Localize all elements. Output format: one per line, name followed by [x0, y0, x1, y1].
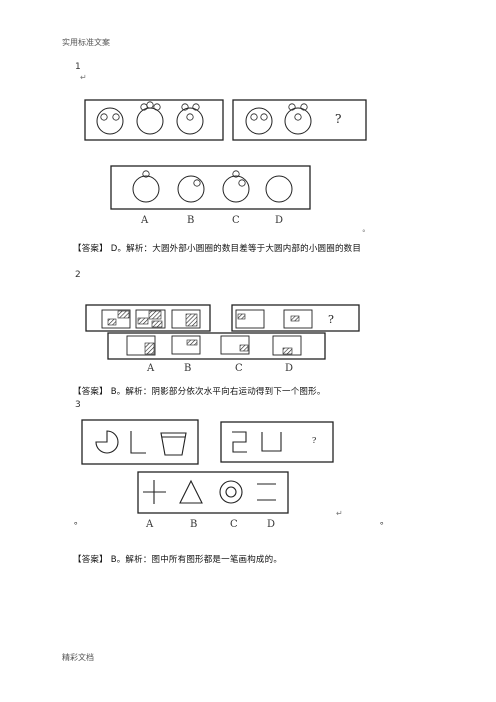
- q2-options-box: [107, 332, 326, 360]
- q2-option-d-label: D: [285, 363, 294, 374]
- q3-dot-right: 。: [380, 517, 390, 527]
- q1-option-b-label: B: [187, 215, 195, 226]
- q2-number: 2: [75, 270, 81, 280]
- q1-number: 1: [75, 62, 81, 72]
- q2-option-b-shape: [171, 335, 201, 355]
- q3-option-c-shape: [219, 480, 243, 504]
- return-mark: ↵: [80, 73, 87, 82]
- q2-question-mark: ?: [328, 313, 334, 326]
- q1-option-d-label: D: [275, 215, 284, 226]
- q1-circle-3: [176, 107, 204, 135]
- q2-option-c-label: C: [235, 363, 243, 374]
- q1-answer: 【答案】 D。解析：大圆外部小圆圈的数目差等于大圆内部的小圆圈的数目: [73, 244, 362, 254]
- q1-circle-1: [96, 107, 124, 135]
- q2-option-a-label: A: [147, 363, 155, 374]
- q3-option-b-label: B: [190, 519, 198, 530]
- q2-option-b-label: B: [184, 363, 192, 374]
- q1-option-a-label: A: [141, 215, 149, 226]
- q3-question-mark: ?: [312, 436, 317, 445]
- q3-option-d-label: D: [267, 519, 276, 530]
- q1-circle-4: [245, 107, 273, 135]
- q1-option-c-label: C: [232, 215, 240, 226]
- q2-answer: 【答案】 B。解析：阴影部分依次水平向右运动得到下一个图形。: [73, 387, 326, 397]
- q3-answer: 【答案】 B。解析：图中所有图形都是一笔画构成的。: [73, 555, 283, 565]
- q1-option-d-shape: [265, 175, 293, 203]
- q3-options-box: [137, 471, 289, 514]
- q1-option-c-shape: [222, 175, 250, 203]
- q1-circle-5: [284, 107, 312, 135]
- q2-option-c-shape: [220, 335, 250, 355]
- q3-option-a-label: A: [146, 519, 154, 530]
- q1-circle-2: [136, 107, 164, 135]
- q3-left-box: [81, 419, 199, 465]
- q1-left-box: [84, 99, 224, 141]
- q3-option-c-label: C: [230, 519, 238, 530]
- q1-question-mark: ?: [335, 112, 342, 126]
- page-footer: 精彩文档: [62, 653, 94, 662]
- q1-option-b-shape: [177, 175, 205, 203]
- q3-return-mark: ↵: [336, 509, 343, 518]
- q3-right-box: [220, 421, 334, 463]
- q3-dot-left: 。: [74, 517, 84, 527]
- q2-left-box: [85, 304, 211, 332]
- q2-right-box: [231, 304, 360, 332]
- page-header: 实用标准文案: [62, 38, 110, 47]
- q2-option-a-shape: [126, 335, 156, 356]
- degree-mark: °: [362, 229, 366, 237]
- q3-number: 3: [75, 400, 81, 410]
- q1-right-box: [232, 99, 367, 141]
- q2-option-d-shape: [272, 335, 302, 356]
- q3-option-b-shape: [179, 479, 203, 504]
- q1-options-box: [110, 165, 311, 210]
- q1-option-a-shape: [132, 175, 160, 203]
